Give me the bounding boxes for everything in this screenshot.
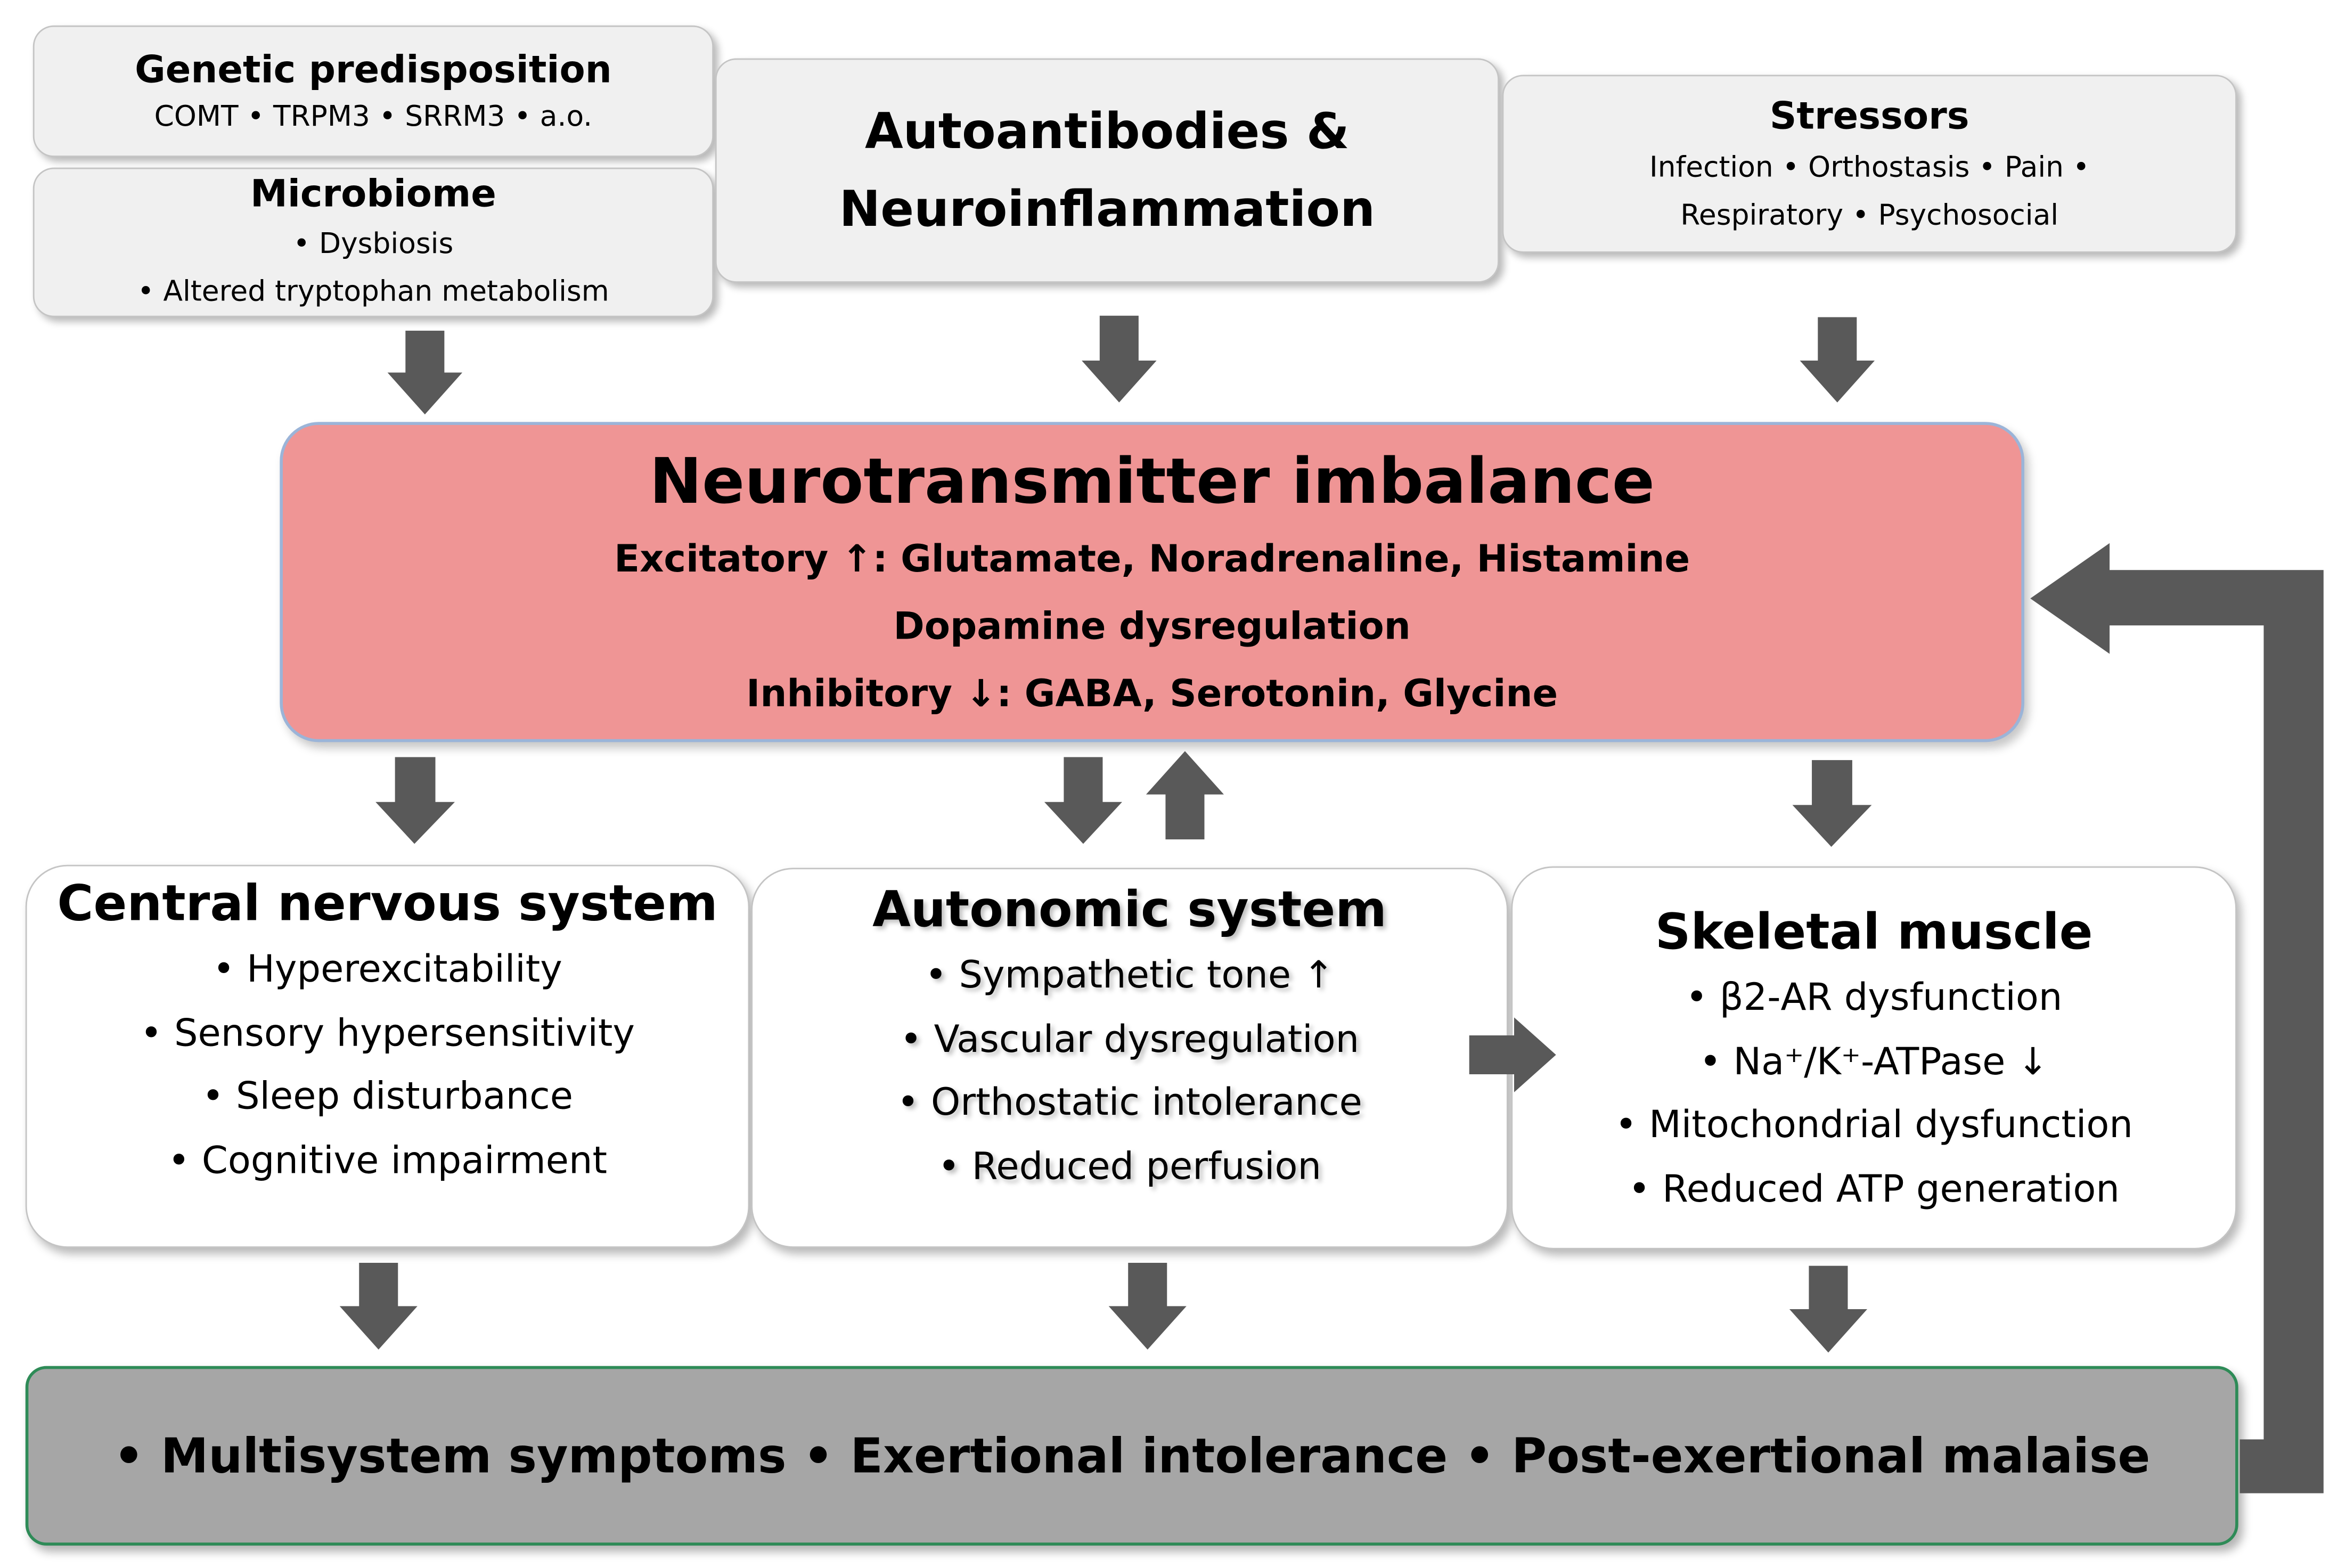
- cns-item-hyperexcitability: • Hyperexcitability: [212, 947, 562, 991]
- genetic-predisposition-box: Genetic predisposition COMT • TRPM3 • SR…: [32, 25, 714, 157]
- arrow-autonomic-to-symptoms: [1108, 1262, 1187, 1350]
- symptoms-title: • Multisystem symptoms • Exertional into…: [113, 1427, 2151, 1484]
- autonomic-item-orthostatic: • Orthostatic intolerance: [897, 1080, 1362, 1124]
- microbiome-item-tryptophan: • Altered tryptophan metabolism: [137, 275, 609, 308]
- stressors-list-line2: Respiratory • Psychosocial: [1680, 198, 2059, 232]
- skeletal-item-mitochondrial: • Mitochondrial dysfunction: [1615, 1102, 2133, 1146]
- autonomic-system-box: Autonomic system • Sympathetic tone ↑ • …: [751, 868, 1508, 1248]
- skeletal-muscle-box: Skeletal muscle • β2-AR dysfunction • Na…: [1511, 866, 2237, 1250]
- cns-item-cognitive: • Cognitive impairment: [168, 1138, 608, 1181]
- skeletal-item-atpase: • Na⁺/K⁺-ATPase ↓: [1699, 1039, 2049, 1083]
- arrow-autoantibodies-to-neurotransmitter: [1082, 315, 1157, 403]
- arrow-stressors-to-neurotransmitter: [1800, 317, 1875, 403]
- cns-item-sensory: • Sensory hypersensitivity: [140, 1010, 635, 1055]
- genetic-predisposition-title: Genetic predisposition: [135, 47, 612, 92]
- autonomic-item-perfusion: • Reduced perfusion: [938, 1144, 1321, 1188]
- symptoms-box: • Multisystem symptoms • Exertional into…: [25, 1366, 2238, 1546]
- autoantibodies-title-line1: Autoantibodies &: [864, 102, 1350, 160]
- cns-item-sleep: • Sleep disturbance: [202, 1074, 573, 1118]
- stressors-title: Stressors: [1769, 93, 1969, 137]
- neurotransmitter-imbalance-box: Neurotransmitter imbalance Excitatory ↑:…: [280, 422, 2024, 742]
- neurotransmitter-excitatory: Excitatory ↑: Glutamate, Noradrenaline, …: [614, 536, 1690, 580]
- arrow-autonomic-to-neurotransmitter: [1146, 751, 1224, 839]
- arrow-autonomic-to-skeletal: [1469, 1017, 1556, 1092]
- skeletal-item-beta2: • β2-AR dysfunction: [1685, 975, 2063, 1019]
- arrow-skeletal-to-symptoms: [1789, 1265, 1868, 1353]
- arrow-genetic-to-neurotransmitter: [387, 330, 463, 415]
- microbiome-box: Microbiome • Dysbiosis • Altered tryptop…: [32, 167, 714, 317]
- skeletal-title: Skeletal muscle: [1655, 902, 2093, 961]
- neurotransmitter-title: Neurotransmitter imbalance: [649, 443, 1655, 517]
- arrow-cns-to-symptoms: [339, 1262, 418, 1350]
- autonomic-item-sympathetic: • Sympathetic tone ↑: [925, 953, 1335, 997]
- genetic-gene-list: COMT • TRPM3 • SRRM3 • a.o.: [154, 100, 593, 134]
- arrow-neurotransmitter-to-skeletal: [1792, 760, 1872, 847]
- arrow-neurotransmitter-to-autonomic: [1044, 757, 1122, 844]
- autonomic-title: Autonomic system: [872, 879, 1387, 938]
- cns-title: Central nervous system: [57, 873, 718, 933]
- arrow-neurotransmitter-to-cns: [375, 757, 455, 844]
- microbiome-title: Microbiome: [250, 172, 496, 216]
- neurotransmitter-dopamine: Dopamine dysregulation: [893, 603, 1411, 647]
- microbiome-item-dysbiosis: • Dysbiosis: [293, 227, 454, 260]
- stressors-list-line1: Infection • Orthostasis • Pain •: [1649, 150, 2090, 184]
- central-nervous-system-box: Central nervous system • Hyperexcitabili…: [25, 864, 750, 1248]
- stressors-box: Stressors Infection • Orthostasis • Pain…: [1502, 75, 2237, 253]
- skeletal-item-atp: • Reduced ATP generation: [1628, 1166, 2120, 1210]
- autoantibodies-box: Autoantibodies & Neuroinflammation: [715, 58, 1499, 283]
- feedback-arrow-symptoms-to-neurotransmitter: [2030, 543, 2324, 1493]
- neurotransmitter-inhibitory: Inhibitory ↓: GABA, Serotonin, Glycine: [746, 671, 1558, 715]
- autonomic-item-vascular: • Vascular dysregulation: [900, 1016, 1360, 1060]
- autoantibodies-title-line2: Neuroinflammation: [839, 179, 1376, 238]
